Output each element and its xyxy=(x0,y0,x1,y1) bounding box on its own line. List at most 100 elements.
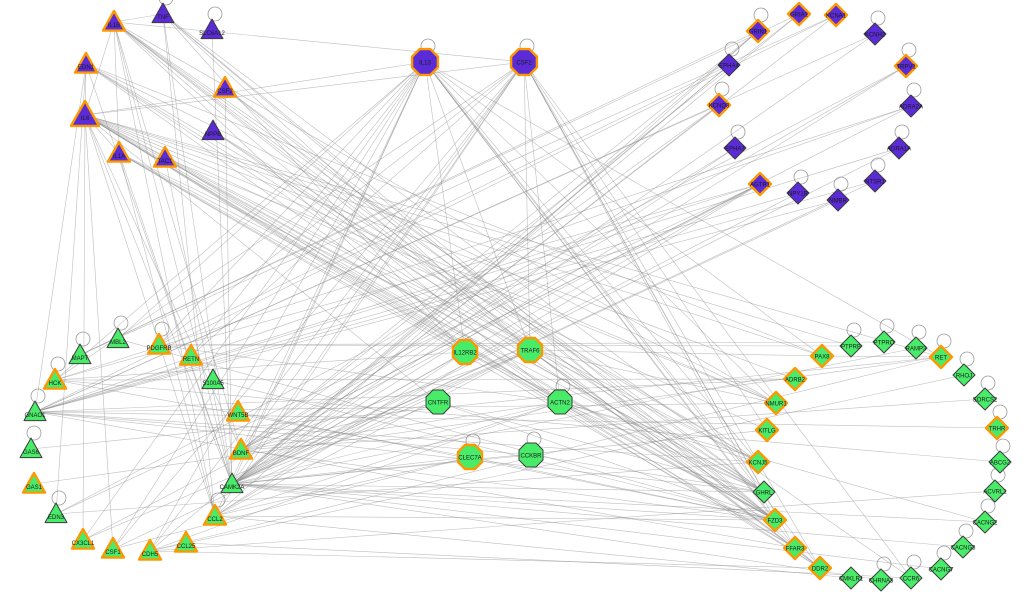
edge-CSF2-CAMK2A xyxy=(231,61,525,485)
node-IL13[interactable]: IL13 xyxy=(410,47,440,77)
diamond-shape xyxy=(899,94,923,118)
node-CSF3[interactable]: CSF3 xyxy=(212,75,238,98)
self-loop-PDGFRB xyxy=(154,321,170,337)
node-HCK[interactable]: HCK xyxy=(42,367,68,390)
edge-KITLG-CAMK2A xyxy=(231,429,768,485)
edge-IL13-GHRL xyxy=(424,61,765,493)
edge-IL6-CNTFR xyxy=(84,114,439,403)
self-loop-NPY1R xyxy=(793,169,809,185)
edge-PAX8-RET xyxy=(821,355,942,358)
node-EDN3[interactable]: EDN3 xyxy=(44,502,68,524)
node-EPHA7[interactable]: EPHA7 xyxy=(723,136,747,160)
node-CX3CL1[interactable]: CX3CL1 xyxy=(70,527,96,550)
node-ABCG2[interactable]: ABCG2 xyxy=(988,450,1012,474)
edge-IL6-KCNJ5 xyxy=(84,114,759,463)
edge-AGTR1-HCK xyxy=(54,183,761,381)
node-PTPRO[interactable]: PTPRO xyxy=(872,330,896,354)
self-loop-EPHA7 xyxy=(730,124,746,140)
edge-NPPB-KCNJ5 xyxy=(212,130,759,463)
node-PTPRB[interactable]: PTPRB xyxy=(839,334,863,358)
diamond-shape xyxy=(973,387,997,411)
edge-NTSR1-CAMK2A xyxy=(231,180,876,485)
edge-KCNJ5-GNAO1 xyxy=(34,411,759,463)
triangle-shape xyxy=(228,437,254,460)
node-SORCS2[interactable]: SORCS2 xyxy=(973,387,998,411)
node-EPHA4[interactable]: EPHA4 xyxy=(717,53,741,77)
node-GAS6[interactable]: GAS6 xyxy=(19,437,43,459)
edge-TRAF6-CAMK2A xyxy=(231,349,531,485)
diamond-shape xyxy=(763,390,789,416)
self-loop-PTPRB xyxy=(846,322,862,338)
node-PAX8[interactable]: PAX8 xyxy=(809,343,835,369)
self-loop-TRHR xyxy=(992,404,1008,420)
node-CSF1[interactable]: CSF1 xyxy=(100,536,126,559)
edge-TRAF6-CX3CL1 xyxy=(82,349,531,541)
node-CACNG3[interactable]: CACNG3 xyxy=(950,535,976,559)
node-RHOJ[interactable]: RHOJ xyxy=(952,363,976,387)
self-loop-HCK xyxy=(50,356,66,372)
node-CDH5[interactable]: CDH5 xyxy=(137,538,163,561)
node-MBL2[interactable]: MBL2 xyxy=(106,327,130,349)
edge-EPHA4-PDGFRB xyxy=(158,64,730,346)
edge-CSF3-GHRL xyxy=(224,87,765,493)
node-TRPV1[interactable]: TRPV1 xyxy=(893,53,919,79)
node-NTSR1[interactable]: NTSR1 xyxy=(863,169,887,193)
edge-TNF-KCNJ5 xyxy=(162,13,759,463)
edge-IL13-CCL2 xyxy=(214,61,426,517)
node-KITLG[interactable]: KITLG xyxy=(754,417,780,443)
node-IL1A[interactable]: IL1A xyxy=(106,140,132,163)
diamond-shape xyxy=(754,417,780,443)
node-MAPT[interactable]: MAPT xyxy=(68,343,92,365)
node-EDN1[interactable]: EDN1 xyxy=(73,51,99,74)
node-CMKLR1[interactable]: CMKLR1 xyxy=(839,566,864,590)
node-NMBR[interactable]: NMBR xyxy=(826,188,850,212)
node-IL12RB2[interactable]: IL12RB2 xyxy=(451,338,479,366)
node-CSF2[interactable]: CSF2 xyxy=(509,47,539,77)
edge-IL12RB2-HCK xyxy=(54,351,466,381)
node-TRHR[interactable]: TRHR xyxy=(984,415,1010,441)
node-ADRB2[interactable]: ADRB2 xyxy=(782,366,808,392)
edge-IL13-TRAF6 xyxy=(424,61,531,351)
node-CNTFR[interactable]: CNTFR xyxy=(425,389,451,415)
node-SLC6A12[interactable]: SLC6A12 xyxy=(199,18,226,40)
node-TNF[interactable]: TNF xyxy=(151,2,175,24)
node-KCNH2[interactable]: KCNH2 xyxy=(863,22,887,46)
node-FZD3[interactable]: FZD3 xyxy=(762,507,788,533)
node-KCNJ5[interactable]: KCNJ5 xyxy=(745,449,771,475)
edge-IL1B-TRAF6 xyxy=(113,21,531,351)
node-CCL2[interactable]: CCL2 xyxy=(202,503,228,526)
node-ADRA2A[interactable]: ADRA2A xyxy=(899,94,923,118)
triangle-shape xyxy=(178,343,204,366)
node-CACNG7[interactable]: CACNG7 xyxy=(928,557,954,581)
diamond-shape xyxy=(988,450,1012,474)
node-ACTN2[interactable]: ACTN2 xyxy=(547,389,573,415)
edge-IL1A-CCL2 xyxy=(118,152,216,517)
triangle-shape xyxy=(23,400,47,422)
node-CHRNA3[interactable]: CHRNA3 xyxy=(869,568,894,592)
node-CCKBR[interactable]: CCKBR xyxy=(518,442,544,468)
edge-IL6-IL12RB2 xyxy=(84,114,466,353)
node-GRIA1[interactable]: GRIA1 xyxy=(786,1,812,27)
node-ADRA1A[interactable]: ADRA1A xyxy=(887,136,911,160)
node-GNAO1[interactable]: GNAO1 xyxy=(23,400,47,422)
node-KCNQ3[interactable]: KCNQ3 xyxy=(706,92,732,118)
node-NPY1R[interactable]: NPY1R xyxy=(786,181,810,205)
node-KCNA1[interactable]: KCNA1 xyxy=(823,2,849,28)
node-AGTR1[interactable]: AGTR1 xyxy=(747,171,773,197)
node-RAMP3[interactable]: RAMP3 xyxy=(904,336,928,360)
diamond-shape xyxy=(869,568,893,592)
node-CACNG2[interactable]: CACNG2 xyxy=(972,510,998,534)
edge-PTPRB-PDGFRB xyxy=(158,344,852,347)
diamond-shape xyxy=(809,343,835,369)
edge-CCKBR-GNAO1 xyxy=(34,411,532,456)
edge-EDN1-EDN3 xyxy=(55,63,87,515)
node-TRAF6[interactable]: TRAF6 xyxy=(516,336,544,364)
node-GRIN1[interactable]: GRIN1 xyxy=(745,18,771,44)
node-RET[interactable]: RET xyxy=(928,344,954,370)
self-loop-CACNG3 xyxy=(958,523,974,539)
edge-ACTN2-BDNF xyxy=(240,401,561,451)
node-GHRL[interactable]: GHRL xyxy=(752,480,776,504)
node-CLEC7A[interactable]: CLEC7A xyxy=(456,443,484,471)
node-TAC1[interactable]: TAC1 xyxy=(152,145,178,168)
node-CCR6[interactable]: CCR6 xyxy=(899,566,923,590)
